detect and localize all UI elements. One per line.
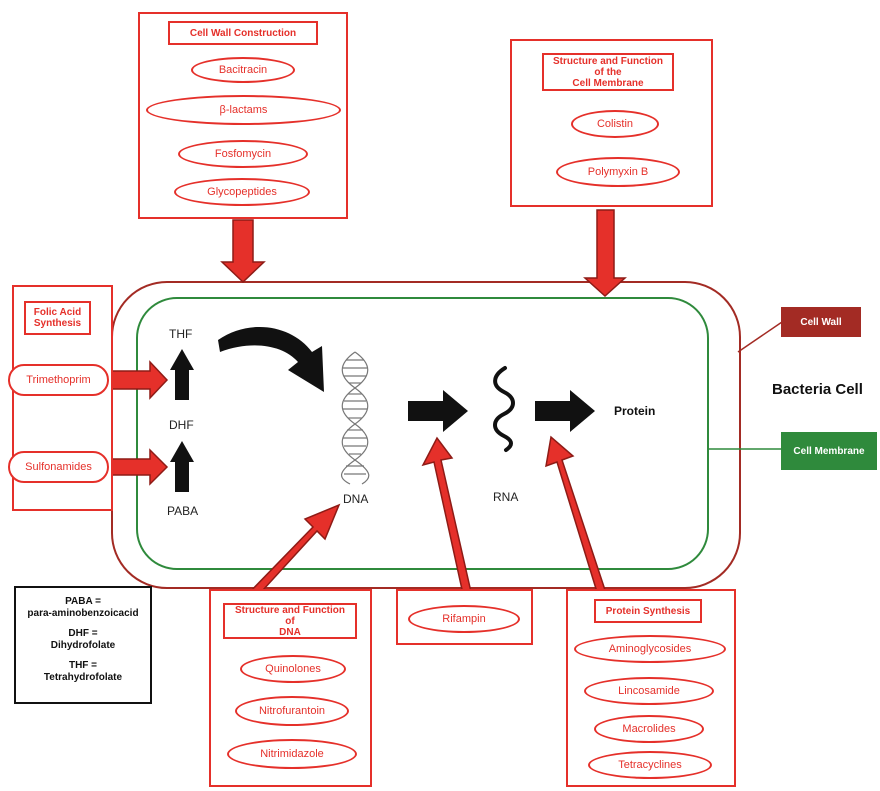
- protein-label: Protein: [614, 404, 656, 418]
- legend-thf-full: Tetrahydrofolate: [43, 672, 123, 683]
- dna-structure-title: Structure and Function of DNA: [223, 603, 357, 639]
- drug-quinolones: Quinolones: [240, 655, 346, 683]
- drug-aminoglycosides: Aminoglycosides: [574, 635, 726, 663]
- cell-membrane-title: Structure and Function of the Cell Membr…: [542, 53, 674, 91]
- bacteria-cell-title: Bacteria Cell: [772, 381, 863, 398]
- cell-membrane-label: Cell Membrane: [781, 432, 877, 470]
- cell-membrane-outline: [136, 297, 709, 570]
- rna-squiggle-graphic: [493, 366, 515, 452]
- drug-nitrimidazole: Nitrimidazole: [227, 739, 357, 769]
- dhf-label: DHF: [169, 418, 194, 432]
- cell-membrane-drug-arrow: [583, 209, 627, 298]
- paba-to-dhf-arrow: [170, 441, 194, 492]
- cell-membrane-panel: Structure and Function of the Cell Membr…: [510, 39, 713, 207]
- drug-bacitracin: Bacitracin: [191, 57, 295, 83]
- folic-acid-title: Folic Acid Synthesis: [24, 301, 91, 335]
- drug-trimethoprim: Trimethoprim: [8, 364, 109, 396]
- drug-macrolides: Macrolides: [594, 715, 704, 743]
- dna-to-rna-arrow: [408, 390, 468, 432]
- dhf-to-thf-arrow: [170, 349, 194, 400]
- cell-wall-construction-panel: Cell Wall Construction Bacitracin β-lact…: [138, 12, 348, 219]
- cell-wall-construction-title: Cell Wall Construction: [168, 21, 318, 45]
- cell-wall-label: Cell Wall: [781, 307, 861, 337]
- rifampin-panel: Rifampin: [396, 589, 533, 645]
- trimethoprim-arrow: [107, 360, 169, 400]
- drug-polymyxin-b: Polymyxin B: [556, 157, 680, 187]
- legend-thf-abbr: THF =: [68, 660, 98, 671]
- drug-beta-lactams: β-lactams: [146, 95, 341, 125]
- drug-tetracyclines: Tetracyclines: [588, 751, 712, 779]
- cell-wall-outline: [111, 281, 741, 589]
- abbreviation-legend: PABA = para-aminobenzoicacid DHF = Dihyd…: [14, 586, 152, 704]
- drug-nitrofurantoin: Nitrofurantoin: [235, 696, 349, 726]
- drug-glycopeptides: Glycopeptides: [174, 178, 310, 206]
- dna-label: DNA: [343, 492, 369, 506]
- dna-helix-graphic: [341, 351, 370, 485]
- protein-synthesis-panel: Protein Synthesis Aminoglycosides Lincos…: [566, 589, 736, 787]
- cell-wall-leader: [737, 321, 783, 353]
- cell-wall-drug-arrow: [220, 219, 266, 284]
- legend-dhf-full: Dihydrofolate: [50, 640, 116, 651]
- protein-synthesis-title: Protein Synthesis: [594, 599, 702, 623]
- drug-sulfonamides: Sulfonamides: [8, 451, 109, 483]
- rna-to-protein-arrow: [535, 390, 595, 432]
- paba-label: PABA: [167, 504, 199, 518]
- drug-fosfomycin: Fosfomycin: [178, 140, 308, 168]
- protein-synthesis-arrow: [545, 435, 606, 593]
- legend-dhf-abbr: DHF =: [68, 628, 98, 639]
- drug-rifampin: Rifampin: [408, 605, 520, 633]
- thf-to-dna-arrow: [218, 326, 324, 392]
- drug-lincosamide: Lincosamide: [584, 677, 714, 705]
- rifampin-arrow: [421, 436, 472, 595]
- legend-paba-abbr: PABA =: [65, 596, 101, 607]
- thf-label: THF: [169, 327, 193, 341]
- drug-colistin: Colistin: [571, 110, 659, 138]
- sulfonamides-arrow: [107, 448, 169, 486]
- legend-paba-full: para-aminobenzoicacid: [27, 608, 139, 619]
- rna-label: RNA: [493, 490, 519, 504]
- dna-structure-panel: Structure and Function of DNA Quinolones…: [209, 589, 372, 787]
